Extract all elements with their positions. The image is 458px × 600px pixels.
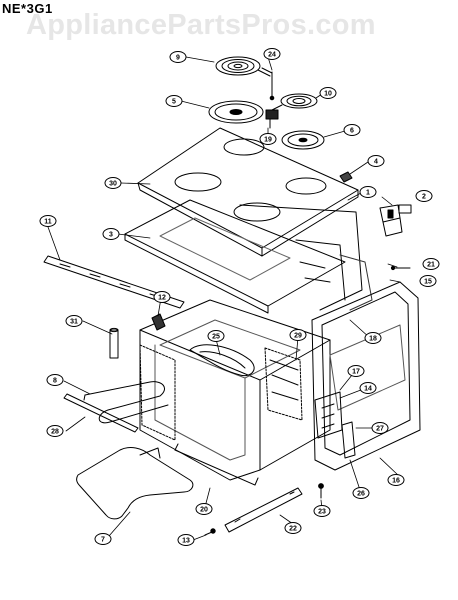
callout-24: 24 xyxy=(263,48,281,60)
part-side-rail xyxy=(341,421,356,459)
callout-17: 17 xyxy=(347,365,365,377)
callout-30: 30 xyxy=(104,177,122,189)
callout-23: 23 xyxy=(313,505,331,517)
callout-13: 13 xyxy=(177,534,195,546)
svg-text:15: 15 xyxy=(424,279,432,286)
callout-8: 8 xyxy=(46,374,64,386)
part-oven-frame xyxy=(151,313,166,331)
part-cooktop xyxy=(137,127,359,257)
svg-text:20: 20 xyxy=(200,507,208,514)
callout-16: 16 xyxy=(387,474,405,486)
svg-text:12: 12 xyxy=(158,295,166,302)
svg-text:19: 19 xyxy=(264,137,272,144)
part-vent-trim xyxy=(43,255,185,309)
part-main-top xyxy=(124,199,346,314)
svg-text:5: 5 xyxy=(172,99,176,106)
svg-text:23: 23 xyxy=(318,509,326,516)
part-back-panel xyxy=(239,204,373,311)
model-number: NE*3G1 xyxy=(2,1,53,16)
callout-26: 26 xyxy=(352,487,370,499)
part-front-frame xyxy=(311,281,421,471)
callout-21: 21 xyxy=(422,258,440,270)
callout-22: 22 xyxy=(284,522,302,534)
callout-10: 10 xyxy=(319,87,337,99)
part-oven-rack-element xyxy=(76,447,194,520)
callout-31: 31 xyxy=(65,315,83,327)
part-clip xyxy=(339,171,353,183)
callout-12: 12 xyxy=(153,291,171,303)
callout-5: 5 xyxy=(165,95,183,107)
svg-text:7: 7 xyxy=(101,537,105,544)
callout-6: 6 xyxy=(343,124,361,136)
part-screw-lower-right xyxy=(318,483,324,499)
part-drip-pan-small xyxy=(281,130,325,150)
svg-text:30: 30 xyxy=(109,181,117,188)
callout-25: 25 xyxy=(207,330,225,342)
callout-14: 14 xyxy=(359,382,377,394)
part-drip-pan-large xyxy=(208,100,264,124)
svg-text:14: 14 xyxy=(364,386,372,393)
callout-labels: 9 24 5 10 19 6 4 30 1 2 11 3 21 15 12 31… xyxy=(39,48,440,546)
callout-4: 4 xyxy=(367,155,385,167)
svg-text:24: 24 xyxy=(268,52,276,59)
part-bracket-set xyxy=(379,204,412,237)
svg-text:8: 8 xyxy=(53,378,57,385)
callout-29: 29 xyxy=(289,329,307,341)
part-lower-trim xyxy=(63,393,139,433)
part-kick-panel xyxy=(224,487,303,533)
callout-27: 27 xyxy=(371,422,389,434)
part-screw-top xyxy=(269,71,275,101)
part-surface-element-small xyxy=(271,93,318,111)
part-broil-element xyxy=(189,344,255,377)
callout-3: 3 xyxy=(102,228,120,240)
svg-text:6: 6 xyxy=(350,128,354,135)
svg-text:3: 3 xyxy=(109,232,113,239)
svg-text:9: 9 xyxy=(176,55,180,62)
part-thermostat-bulb xyxy=(109,327,119,359)
svg-text:21: 21 xyxy=(427,262,435,269)
svg-text:31: 31 xyxy=(70,319,78,326)
callout-20: 20 xyxy=(195,503,213,515)
watermark-logo: AppliancePartsPros.com xyxy=(26,9,376,41)
part-bake-element xyxy=(83,381,169,424)
part-bottom-support xyxy=(174,443,259,486)
svg-text:18: 18 xyxy=(369,336,377,343)
callout-28: 28 xyxy=(46,425,64,437)
svg-text:4: 4 xyxy=(374,159,378,166)
callout-15: 15 xyxy=(419,275,437,287)
svg-text:17: 17 xyxy=(352,369,360,376)
svg-text:16: 16 xyxy=(392,478,400,485)
part-surface-element-large xyxy=(215,56,273,77)
svg-text:2: 2 xyxy=(422,194,426,201)
svg-text:11: 11 xyxy=(44,219,52,226)
callout-11: 11 xyxy=(39,215,57,227)
part-oven-cavity xyxy=(139,299,331,481)
svg-text:29: 29 xyxy=(294,333,302,340)
svg-text:27: 27 xyxy=(376,426,384,433)
callout-2: 2 xyxy=(415,190,433,202)
svg-text:13: 13 xyxy=(182,538,190,545)
callout-7: 7 xyxy=(94,533,112,545)
part-screw-side xyxy=(390,265,411,271)
part-insulation xyxy=(139,344,303,441)
svg-text:10: 10 xyxy=(324,91,332,98)
svg-text:22: 22 xyxy=(289,526,297,533)
svg-text:1: 1 xyxy=(366,190,370,197)
part-terminal-block xyxy=(265,109,279,129)
svg-text:25: 25 xyxy=(212,334,220,341)
part-screw-lower xyxy=(204,528,216,536)
callout-9: 9 xyxy=(169,51,187,63)
svg-text:26: 26 xyxy=(357,491,365,498)
callout-18: 18 xyxy=(364,332,382,344)
callout-1: 1 xyxy=(359,186,377,198)
svg-text:28: 28 xyxy=(51,429,59,436)
callout-19: 19 xyxy=(259,133,277,145)
